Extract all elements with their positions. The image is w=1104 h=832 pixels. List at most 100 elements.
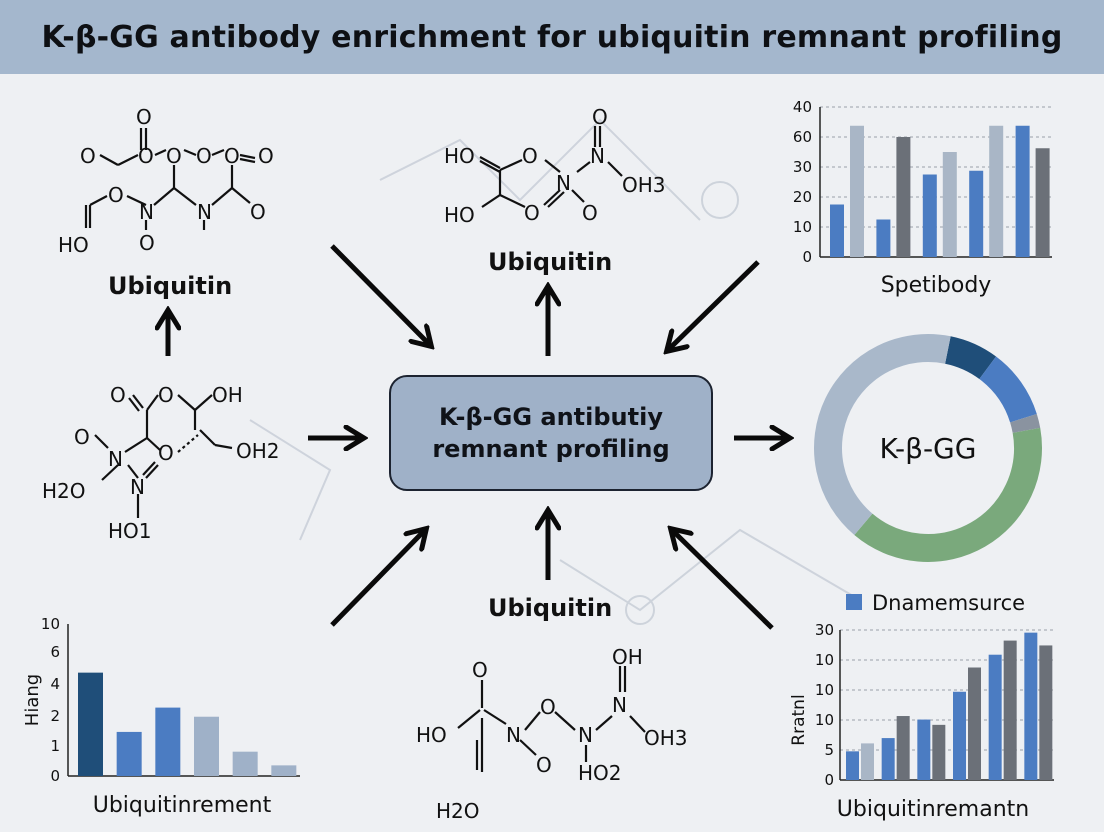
y-tick-label: 0	[50, 767, 60, 785]
label-ubiquitin-bottom-center: Ubiquitin	[488, 594, 612, 622]
bar	[116, 731, 142, 776]
bar	[989, 125, 1004, 257]
y-tick-label: 5	[824, 741, 834, 759]
bar	[846, 751, 859, 780]
bar	[988, 654, 1002, 780]
bar	[78, 672, 103, 776]
x-axis-label: Ubiquitinremantn	[837, 797, 1029, 822]
atom: O	[158, 383, 174, 407]
atom: O	[80, 144, 96, 168]
atom: N	[556, 171, 571, 195]
atom: O	[592, 105, 608, 129]
y-tick-label: 2	[50, 707, 60, 725]
atom: OH3	[644, 726, 688, 750]
page-title: K-β-GG antibody enrichment for ubiquitin…	[41, 19, 1063, 55]
atom: O	[110, 383, 126, 407]
donut-center-label: K-β-GG	[880, 432, 977, 465]
bar	[932, 724, 946, 780]
legend-swatch	[846, 594, 862, 610]
atom: O	[139, 231, 155, 255]
atom: O	[536, 753, 552, 777]
y-tick-label: 1	[50, 737, 60, 755]
bar	[953, 691, 966, 780]
bar	[271, 765, 297, 776]
bar	[896, 716, 910, 780]
arrow-topleft-to-center	[330, 244, 430, 345]
atom: O	[250, 200, 266, 224]
atom: HO	[444, 203, 475, 227]
atom: OH	[612, 645, 643, 669]
x-axis-label: Spetibody	[881, 273, 992, 298]
atom: N	[130, 475, 145, 499]
donut-slice	[978, 356, 1037, 423]
bar	[942, 152, 957, 257]
bar	[968, 667, 981, 780]
bar	[194, 716, 219, 776]
atom: N	[139, 200, 154, 224]
legend-label: Dnamemsurce	[872, 591, 1025, 615]
donut-slice	[814, 334, 951, 535]
atom: O	[472, 658, 488, 682]
center-process-box: K-β-GG antibutiy remnant profiling	[389, 375, 713, 491]
donut-slice	[1010, 414, 1041, 434]
atom: O	[258, 144, 274, 168]
atom: O	[138, 144, 154, 168]
atom: HO2	[578, 761, 622, 785]
atom: N	[108, 447, 123, 471]
y-axis-label: Rratnl	[789, 694, 809, 745]
atom: N	[578, 723, 593, 747]
bar	[1015, 125, 1030, 257]
atom: O	[166, 144, 182, 168]
atom: OH2	[236, 439, 280, 463]
y-tick-label: 40	[793, 98, 812, 116]
y-tick-label: 60	[793, 128, 812, 146]
center-box-line2: remnant profiling	[432, 435, 670, 463]
atom: HO	[58, 233, 89, 257]
y-tick-label: 10	[793, 218, 812, 236]
atom: HO1	[108, 519, 152, 543]
y-tick-label: 20	[793, 188, 812, 206]
bar	[1024, 632, 1038, 780]
bar	[896, 137, 911, 257]
atom: O	[582, 201, 598, 225]
atom: HO	[444, 144, 475, 168]
atom: N	[197, 200, 212, 224]
y-tick-label: 10	[815, 711, 834, 729]
arrow-bottomleft-to-center	[330, 530, 425, 627]
atom: O	[158, 441, 174, 465]
bar	[881, 738, 895, 780]
bar	[917, 719, 931, 780]
y-tick-label: 0	[824, 771, 834, 789]
label-ubiquitin-top-left: Ubiquitin	[108, 272, 232, 300]
y-axis-label: Hiang	[22, 674, 43, 726]
bar	[1035, 148, 1050, 257]
arrow-bottomright-to-center	[672, 530, 774, 630]
chart-donut: K-β-GG	[814, 334, 1042, 562]
label-ubiquitin-top-center: Ubiquitin	[488, 248, 612, 276]
y-tick-label: 0	[802, 248, 812, 266]
atom: N	[612, 693, 627, 717]
bar	[876, 219, 891, 257]
center-box-line1: K-β-GG antibutiy	[439, 403, 663, 431]
atom: H2O	[42, 479, 86, 503]
atom: OH	[212, 383, 243, 407]
y-tick-label: 4	[50, 675, 60, 693]
atom: O	[224, 144, 240, 168]
atom: O	[524, 201, 540, 225]
y-tick-label: 30	[815, 621, 834, 639]
atom: O	[540, 695, 556, 719]
bar	[1003, 640, 1017, 780]
molecule-bottom-center: O OH O HO N O N N OH3 O HO2 H2O	[416, 645, 688, 823]
donut-slice	[854, 427, 1042, 562]
bar	[861, 743, 874, 780]
y-tick-label: 30	[793, 158, 812, 176]
title-bar: K-β-GG antibody enrichment for ubiquitin…	[0, 0, 1104, 74]
bar	[850, 125, 864, 257]
bar	[922, 174, 937, 257]
molecule-top-left: O O O O O O O N N O O O HO	[58, 105, 274, 257]
atom: O	[74, 425, 90, 449]
